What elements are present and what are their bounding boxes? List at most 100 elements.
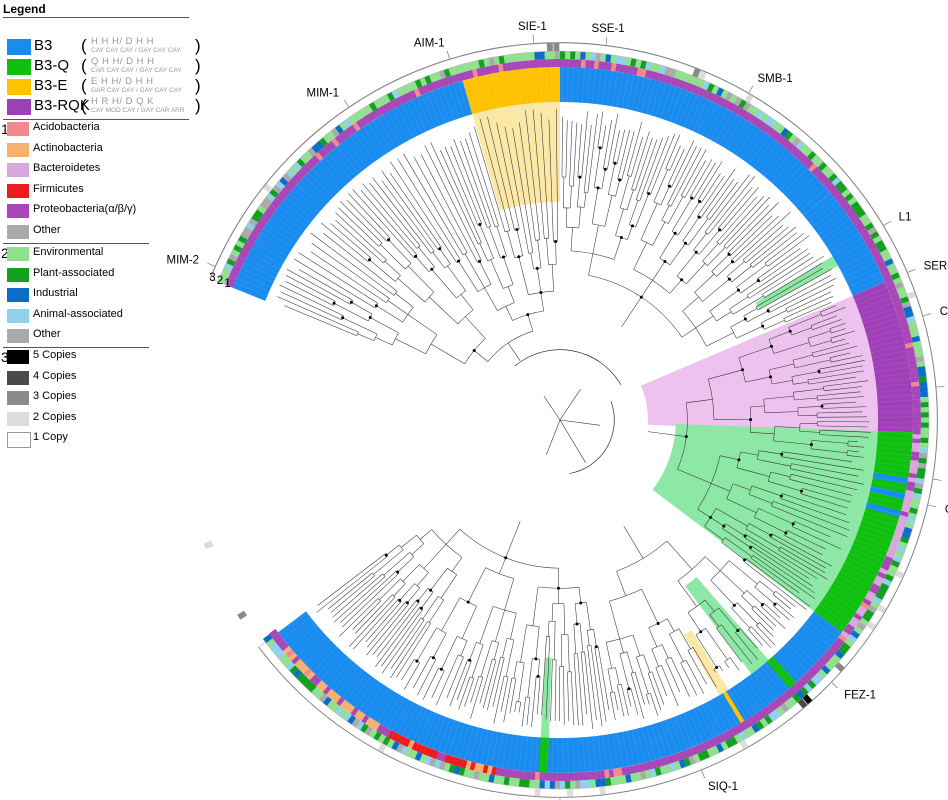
leaf-label-tick bbox=[304, 639, 331, 665]
environment-ring-segment bbox=[292, 161, 303, 171]
taxonomy-ring-segment bbox=[623, 64, 630, 74]
leaf-label-tick bbox=[437, 718, 451, 752]
tree-root-arc bbox=[569, 401, 615, 474]
taxonomy-ring-segment bbox=[478, 763, 485, 773]
tree-branch bbox=[776, 602, 795, 619]
leaf-label-tick bbox=[867, 329, 902, 339]
taxonomy-ring-segment bbox=[565, 772, 571, 781]
environment-ring-segment bbox=[847, 196, 858, 206]
tree-branch bbox=[469, 642, 477, 661]
leaf-label-tick bbox=[783, 646, 809, 672]
leaf-label-tick bbox=[529, 68, 533, 104]
taxonomy-ring-segment bbox=[532, 59, 538, 68]
leaf-label-tick bbox=[324, 157, 348, 184]
environment-ring-segment bbox=[473, 60, 481, 70]
tree-branch bbox=[601, 169, 606, 189]
environment-ring-segment bbox=[814, 672, 824, 682]
tree-branch bbox=[505, 306, 513, 321]
b3q-motif: ( Q H H/ D H H CAR CAY CAY / GAY CAY CAY… bbox=[81, 56, 201, 75]
leaf-label-tick bbox=[877, 432, 913, 434]
leaf-label-tick bbox=[518, 735, 524, 771]
tree-branch bbox=[470, 677, 484, 719]
taxonomy-ring-segment bbox=[299, 167, 308, 177]
bootstrap-node bbox=[457, 259, 460, 263]
taxonomy-ring-segment bbox=[334, 135, 344, 145]
tree-branch bbox=[335, 212, 387, 260]
taxonomy-ring-segment bbox=[827, 647, 837, 656]
leaf-label-tick bbox=[427, 714, 442, 748]
leaf-label-tick bbox=[863, 515, 897, 527]
tree-branch bbox=[705, 628, 728, 660]
tree-branch bbox=[648, 627, 658, 648]
legend-swatch bbox=[7, 391, 29, 406]
bootstrap-node bbox=[722, 524, 726, 528]
tree-branch bbox=[778, 550, 828, 580]
taxonomy-ring-segment bbox=[669, 76, 677, 86]
leaf-label-tick bbox=[641, 727, 651, 762]
tree-branch bbox=[716, 261, 733, 277]
legend-swatch bbox=[7, 204, 29, 219]
tree-branch bbox=[430, 142, 479, 245]
taxonomy-ring-segment bbox=[864, 594, 874, 603]
tree-branch bbox=[706, 332, 734, 347]
environment-ring-segment bbox=[916, 472, 925, 480]
taxonomy-ring-segment bbox=[589, 60, 595, 69]
tree-branch bbox=[479, 659, 493, 704]
taxonomy-ring-segment bbox=[387, 730, 396, 740]
taxonomy-ring-segment bbox=[293, 173, 302, 183]
taxonomy-ring-segment bbox=[826, 182, 835, 192]
leaf-label-tick bbox=[740, 129, 761, 159]
leaf-label-tick bbox=[597, 735, 602, 771]
leaf-label-tick bbox=[846, 557, 879, 573]
tree-branch bbox=[730, 318, 746, 328]
tree-branch bbox=[395, 293, 414, 308]
leaf-label-tick bbox=[764, 149, 788, 177]
tree-branch bbox=[724, 661, 730, 668]
environment-ring-segment bbox=[780, 127, 790, 138]
taxonomy-ring-segment bbox=[356, 119, 365, 129]
environment-ring-segment bbox=[894, 281, 905, 290]
tree-branch bbox=[820, 305, 837, 313]
environment-ring-segment bbox=[772, 709, 781, 719]
copy-ring-mark bbox=[906, 291, 917, 300]
leaf-label-tick bbox=[782, 168, 808, 194]
legend-label: Actinobacteria bbox=[33, 141, 103, 154]
environment-ring-segment bbox=[326, 699, 336, 710]
tree-branch bbox=[607, 113, 619, 170]
taxonomy-ring-segment bbox=[689, 84, 698, 94]
leaf-label-tick bbox=[868, 496, 903, 505]
leaf-label-tick bbox=[606, 70, 613, 106]
tree-branch bbox=[578, 207, 582, 229]
tree-root-branch bbox=[559, 389, 581, 421]
taxonomy-ring-segment bbox=[489, 65, 496, 74]
legend-label: Other bbox=[33, 328, 61, 341]
leaf-label-tick bbox=[768, 153, 792, 180]
taxonomy-ring-segment bbox=[506, 62, 513, 71]
taxonomy-ring-segment bbox=[868, 243, 878, 252]
bootstrap-node bbox=[603, 167, 607, 171]
leaf-label-tick bbox=[567, 67, 569, 103]
environment-ring-segment bbox=[237, 235, 248, 244]
taxonomy-ring-segment bbox=[820, 176, 830, 185]
bootstrap-node bbox=[536, 674, 540, 678]
taxonomy-ring-segment bbox=[359, 117, 368, 127]
bootstrap-node bbox=[779, 494, 783, 498]
leaf-label-tick bbox=[806, 196, 834, 220]
leaf-label-tick bbox=[719, 114, 738, 146]
enzyme-band-segment bbox=[462, 67, 560, 115]
taxonomy-ring-segment bbox=[393, 97, 402, 107]
environment-ring-segment bbox=[711, 85, 720, 95]
leaf-label-tick bbox=[320, 160, 345, 187]
taxonomy-ring-segment bbox=[632, 66, 639, 76]
environment-ring-segment bbox=[884, 573, 894, 582]
leaf-label-tick bbox=[266, 223, 296, 244]
leaf-label-tick bbox=[523, 68, 528, 104]
tree-branch bbox=[744, 537, 810, 579]
tree-branch bbox=[685, 659, 704, 694]
leaf-label-tick bbox=[244, 262, 276, 279]
environment-ring-segment bbox=[251, 213, 261, 223]
tree-branch bbox=[746, 590, 763, 605]
leaf-label-tick bbox=[651, 724, 662, 759]
tree-branch bbox=[745, 528, 780, 549]
environment-ring-segment bbox=[285, 661, 296, 671]
